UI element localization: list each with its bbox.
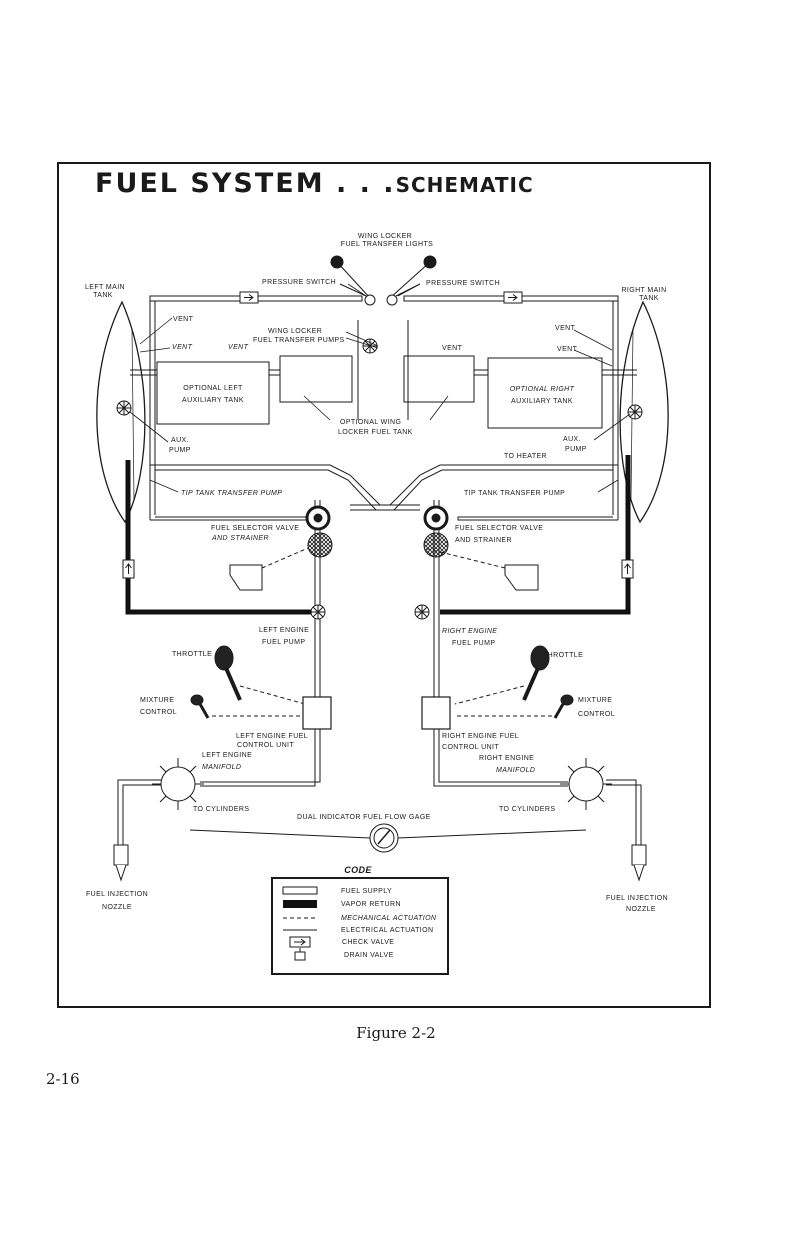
wing-locker-lights (330, 255, 437, 306)
engine-manifolds (152, 758, 612, 810)
label-wing-locker-lights-1: WING LOCKER (358, 233, 412, 240)
label-pressure-switch-left: PRESSURE SWITCH (262, 279, 336, 286)
label-opt-right-aux-1: OPTIONAL RIGHT (510, 386, 575, 393)
title-main: FUEL SYSTEM . . . (95, 168, 396, 199)
label-right-engine-pump-1: RIGHT ENGINE (442, 628, 497, 635)
label-vent-right-1: VENT (555, 325, 576, 332)
label-mixture-right-1: MIXTURE (578, 697, 612, 704)
label-left-engine-pump-2: FUEL PUMP (262, 639, 305, 646)
label-right-engine-pump-2: FUEL PUMP (452, 640, 495, 647)
legend-item-electrical: ELECTRICAL ACTUATION (341, 927, 433, 934)
label-vent-left-3: VENT (228, 344, 249, 351)
label-mixture-left-1: MIXTURE (140, 697, 174, 704)
label-to-heater: TO HEATER (504, 453, 547, 460)
label-aux-pump-right-2: PUMP (565, 446, 587, 453)
label-injection-right-1: FUEL INJECTION (606, 895, 668, 902)
legend-item-drain-valve: DRAIN VALVE (344, 952, 394, 959)
label-wing-locker-lights-2: FUEL TRANSFER LIGHTS (341, 241, 433, 248)
label-right-manifold-2: MANIFOLD (496, 767, 535, 774)
engine-controls (190, 645, 574, 719)
label-fuel-selector-left-1: FUEL SELECTOR VALVE (211, 525, 299, 532)
label-injection-left-2: NOZZLE (102, 904, 132, 911)
fuel-control-units (302, 696, 451, 730)
label-mixture-right-2: CONTROL (578, 711, 615, 718)
label-pressure-switch-right: PRESSURE SWITCH (426, 280, 500, 287)
label-vent-right-3: VENT (442, 345, 463, 352)
label-left-manifold-2: MANIFOLD (202, 764, 241, 771)
label-injection-right-2: NOZZLE (626, 906, 656, 913)
label-fuel-selector-right-2: AND STRAINER (455, 537, 512, 544)
label-mixture-left-2: CONTROL (140, 709, 177, 716)
label-opt-right-aux-2: AUXILIARY TANK (511, 398, 573, 405)
label-vent-right-2: VENT (557, 346, 578, 353)
label-tip-tank-right: TIP TANK TRANSFER PUMP (464, 490, 565, 497)
label-left-fcu-2: CONTROL UNIT (237, 742, 294, 749)
figure-caption: Figure 2-2 (356, 1024, 436, 1042)
label-right-manifold-1: RIGHT ENGINE (479, 755, 534, 762)
label-vent-left-1: VENT (173, 316, 194, 323)
label-fuel-selector-left-2: AND STRAINER (211, 535, 269, 542)
check-valves (122, 291, 634, 579)
page-number: 2-16 (46, 1070, 80, 1088)
injection-nozzles (113, 844, 647, 882)
optional-aux-tanks (156, 320, 603, 429)
label-right-main-tank-2: TANK (639, 295, 659, 302)
legend-title: CODE (344, 865, 372, 875)
label-wing-locker-pumps-2: FUEL TRANSFER PUMPS (253, 337, 345, 344)
leader-lines (129, 283, 631, 493)
label-throttle-left: THROTTLE (172, 651, 212, 658)
legend-item-check-valve: CHECK VALVE (342, 939, 394, 946)
label-aux-pump-left-1: AUX. (171, 437, 189, 444)
label-tip-tank-left: TIP TANK TRANSFER PUMP (181, 490, 282, 497)
label-to-cylinders-right: TO CYLINDERS (499, 806, 555, 813)
label-left-fcu-1: LEFT ENGINE FUEL (236, 733, 308, 740)
label-right-fcu-1: RIGHT ENGINE FUEL (442, 733, 519, 740)
label-fuel-selector-right-1: FUEL SELECTOR VALVE (455, 525, 543, 532)
schematic-labels: WING LOCKER FUEL TRANSFER LIGHTS LEFT MA… (85, 233, 668, 959)
title-sub: SCHEMATIC (395, 173, 534, 197)
legend-item-mechanical: MECHANICAL ACTUATION (341, 915, 437, 922)
fuel-selector-valves (229, 505, 539, 591)
label-opt-left-aux-2: AUXILIARY TANK (182, 397, 244, 404)
label-opt-wing-locker-2: LOCKER FUEL TANK (338, 429, 413, 436)
label-left-engine-pump-1: LEFT ENGINE (259, 627, 309, 634)
label-right-main-tank-1: RIGHT MAIN (621, 287, 666, 294)
legend-item-vapor-return: VAPOR RETURN (341, 901, 401, 908)
legend-item-fuel-supply: FUEL SUPPLY (341, 888, 392, 895)
label-opt-left-aux-1: OPTIONAL LEFT (183, 385, 243, 392)
label-wing-locker-pumps-1: WING LOCKER (268, 328, 322, 335)
label-opt-wing-locker-1: OPTIONAL WING (340, 419, 401, 426)
vapor-return-lines (125, 455, 631, 615)
legend-box (271, 877, 449, 975)
label-aux-pump-left-2: PUMP (169, 447, 191, 454)
transfer-pumps (116, 338, 643, 620)
label-left-main-tank-2: TANK (93, 292, 113, 299)
schematic-title: FUEL SYSTEM . . .SCHEMATIC (95, 168, 534, 199)
label-left-main-tank-1: LEFT MAIN (85, 284, 125, 291)
right-main-tank (619, 300, 669, 524)
label-throttle-right: THROTTLE (543, 652, 583, 659)
label-flow-gage: DUAL INDICATOR FUEL FLOW GAGE (297, 814, 431, 821)
label-injection-left-1: FUEL INJECTION (86, 891, 148, 898)
fuel-flow-gage (189, 823, 587, 853)
label-aux-pump-right-1: AUX. (563, 436, 581, 443)
figure-frame (57, 162, 711, 1008)
label-left-manifold-1: LEFT ENGINE (202, 752, 252, 759)
label-vent-left-2: VENT (172, 344, 193, 351)
label-right-fcu-2: CONTROL UNIT (442, 744, 499, 751)
label-to-cylinders-left: TO CYLINDERS (193, 806, 249, 813)
